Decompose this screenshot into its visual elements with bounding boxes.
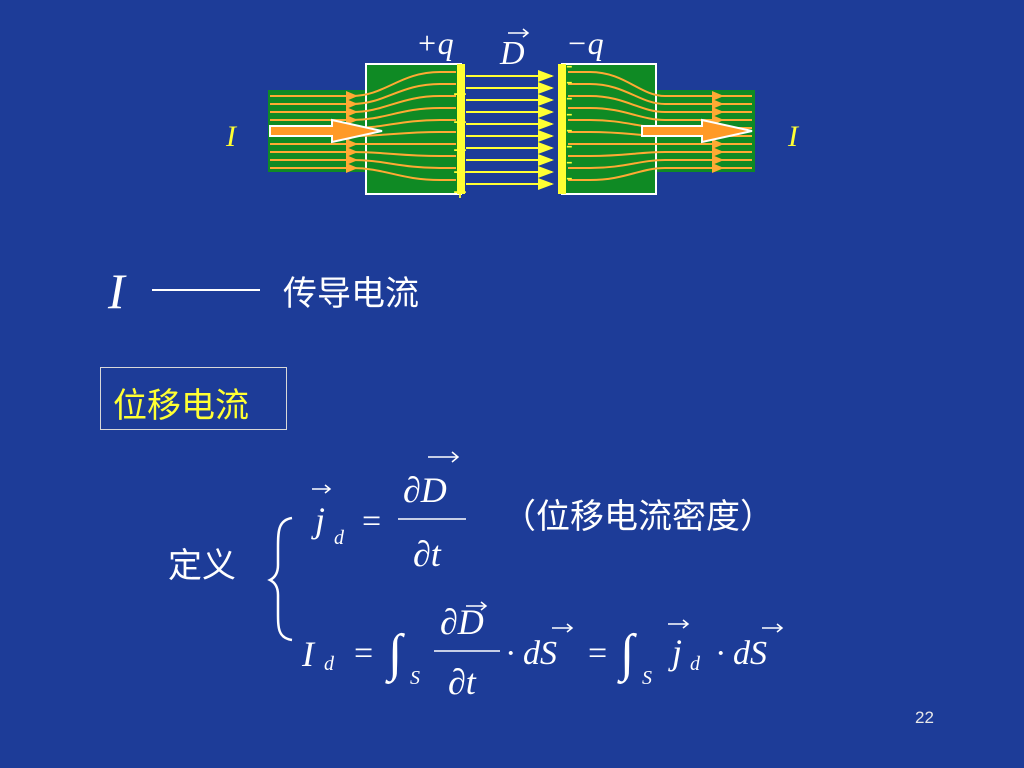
eq2-equals2: = — [588, 635, 607, 672]
dash-line — [152, 289, 260, 291]
right-plate-surface — [558, 64, 566, 194]
plus-sign: + — [453, 159, 467, 186]
current-line — [568, 83, 752, 105]
eq2-numerator: ∂D — [440, 602, 484, 642]
minus-sign: - — [566, 87, 573, 109]
minus-sign: - — [566, 119, 573, 141]
eq2-equals1: = — [354, 635, 373, 672]
eq2-dot-dS: · dS — [506, 635, 557, 672]
field-vector-arrow — [508, 28, 530, 38]
page-number: 22 — [915, 708, 934, 727]
minus-sign: - — [566, 71, 573, 93]
density-note: （位移电流密度） — [502, 497, 774, 537]
current-line — [568, 159, 752, 169]
current-line — [568, 107, 752, 121]
eq2-lhs-subscript: d — [324, 653, 335, 675]
minus-sign: - — [566, 55, 573, 77]
eq2-int-subscript: S — [410, 667, 420, 689]
current-line — [568, 95, 752, 113]
minus-sign: - — [566, 151, 573, 173]
minus-charge-signs: -------- — [566, 55, 573, 189]
current-right-label: I — [787, 120, 800, 153]
eq2-numerator-vector-arrow — [466, 601, 488, 611]
minus-sign: - — [566, 167, 573, 189]
eq2-dot-dS2: · dS — [716, 635, 767, 672]
current-line — [568, 167, 752, 181]
eq1-lhs-subscript: d — [334, 527, 345, 549]
current-line — [568, 151, 752, 157]
eq2-rhs-subscript: d — [690, 653, 701, 675]
displacement-title: 位移电流 — [113, 386, 249, 426]
definition-label: 定义 — [168, 546, 236, 586]
eq1-denominator: ∂t — [413, 534, 442, 574]
equation-density: j d = ∂D ∂t — [311, 451, 466, 574]
conduction-current-text: 传导电流 — [283, 274, 419, 314]
equation-current: I d = ∫ S ∂D ∂t · dS = ∫ S j d · dS — [301, 601, 784, 702]
current-line — [568, 71, 752, 97]
displacement-field-lines — [466, 70, 554, 190]
eq2-denominator: ∂t — [448, 662, 477, 702]
eq2-dS2-vector-arrow — [762, 623, 784, 633]
right-current-arrow — [641, 118, 753, 144]
eq2-dS-vector-arrow — [552, 623, 574, 633]
minus-sign: - — [566, 135, 573, 157]
minus-sign: - — [566, 103, 573, 125]
eq1-numerator-vector-arrow — [428, 451, 460, 463]
conduction-symbol: I — [108, 263, 125, 319]
eq1-equals: = — [362, 503, 381, 540]
left-current-arrow — [269, 118, 383, 144]
capacitor-diagram: I I +q D −q +++++ -------- — [225, 25, 800, 206]
plus-sign: + — [453, 109, 467, 136]
plus-charge-signs: +++++ — [453, 81, 467, 206]
left-plate-surface — [457, 64, 465, 194]
eq1-lhs: j — [311, 500, 325, 540]
left-brace — [267, 516, 293, 642]
field-symbol-label: D — [499, 35, 525, 72]
eq2-lhs: I — [301, 634, 316, 674]
eq1-numerator: ∂D — [403, 470, 447, 510]
eq2-rhs-vector-arrow — [668, 619, 690, 629]
plus-sign: + — [453, 179, 467, 206]
eq2-int-subscript2: S — [642, 667, 652, 689]
eq1-lhs-vector-arrow — [312, 484, 332, 494]
plus-charge-label: +q — [416, 25, 454, 61]
eq2-integral2: ∫ — [617, 625, 637, 684]
minus-charge-label: −q — [566, 25, 604, 61]
current-left-label: I — [225, 120, 238, 153]
displacement-title-box — [100, 367, 287, 430]
plus-sign: + — [453, 137, 467, 164]
plus-sign: + — [453, 81, 467, 108]
eq2-integral: ∫ — [385, 625, 405, 684]
eq2-rhs: j — [668, 632, 682, 672]
